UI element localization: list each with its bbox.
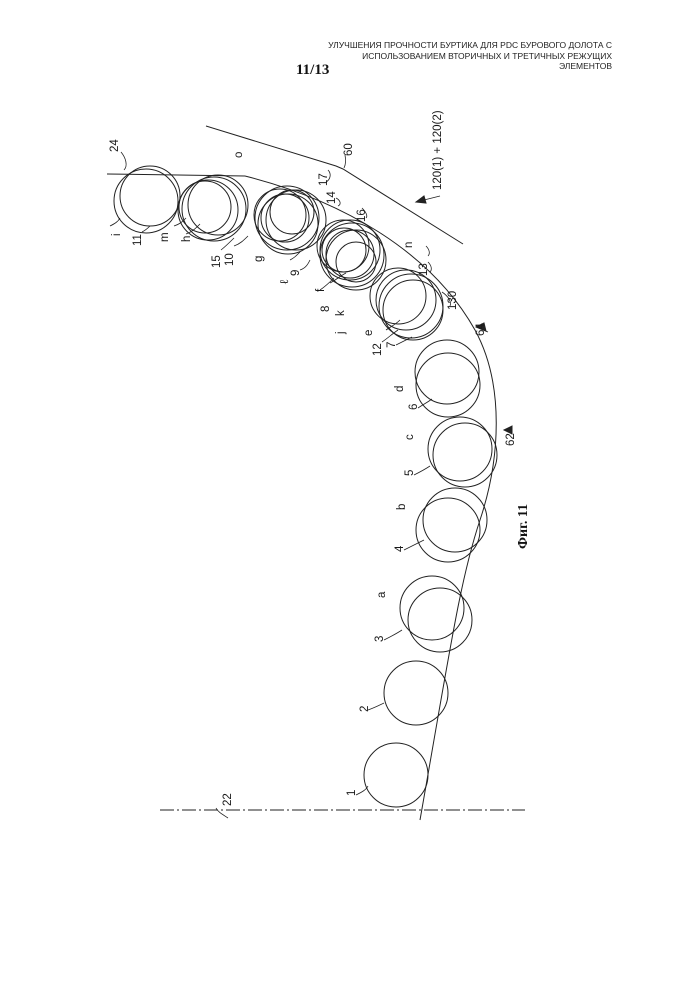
label-letter-j: j: [335, 331, 347, 335]
primary-cutters: [114, 169, 492, 807]
label-letter-o: o: [233, 152, 245, 158]
label-cutter-6: 6: [408, 404, 420, 410]
figure-caption: Фиг. 11: [516, 504, 531, 549]
label-blade-60: 60: [343, 143, 355, 156]
label-blade-group: 120(1) + 120(2): [432, 110, 444, 190]
cutter-h: [178, 180, 238, 240]
label-letter-h: h: [181, 236, 193, 242]
label-shoulder-64: 64: [475, 323, 487, 336]
label-cutter-15: 15: [211, 255, 223, 268]
label-cutter-16: 16: [356, 209, 368, 222]
label-nose-62: 62: [505, 433, 517, 446]
label-letter-b: b: [396, 504, 408, 510]
cutter-2: [384, 661, 448, 725]
label-letter-e: e: [363, 330, 375, 336]
arrow-62: [504, 426, 512, 434]
reference-labels: 22 24 60 120(1) + 120(2) 130 64 62 1 2 3…: [109, 110, 531, 806]
label-axis-22: 22: [222, 793, 234, 806]
label-cutter-14: 14: [326, 191, 338, 204]
cutter-d: [416, 353, 480, 417]
arrow-120: [416, 196, 426, 203]
label-letter-d: d: [394, 386, 406, 392]
label-letter-a: a: [376, 591, 388, 598]
label-letter-l: ℓ: [277, 279, 291, 285]
label-letter-n: n: [403, 242, 415, 248]
cutter-b: [416, 498, 480, 562]
label-letter-c: c: [404, 434, 416, 440]
label-cutter-7: 7: [386, 342, 398, 348]
label-cutter-13: 13: [418, 263, 430, 276]
label-cutter-4: 4: [394, 545, 406, 552]
label-cutter-9: 9: [290, 270, 302, 276]
secondary-cutters: [120, 166, 497, 652]
cutter-6: [415, 340, 479, 404]
cutter-inner-8: [336, 242, 376, 282]
cutter-g: [258, 194, 318, 254]
label-cutter-3: 3: [374, 636, 386, 642]
cutter-1: [364, 743, 428, 807]
label-cutter-17: 17: [318, 173, 330, 186]
cutter-c: [433, 423, 497, 487]
label-cutter-12: 12: [372, 343, 384, 356]
label-letter-i: i: [111, 233, 123, 236]
label-cutter-8: 8: [320, 306, 332, 312]
label-cutter-2: 2: [359, 706, 371, 712]
label-line-24: 24: [109, 139, 121, 152]
label-letter-k: k: [335, 310, 347, 316]
cutter-m: [179, 181, 231, 233]
label-letter-g: g: [253, 256, 265, 262]
label-cutter-5: 5: [404, 470, 416, 476]
blade-line: [206, 126, 463, 244]
leader-lines: [110, 152, 512, 818]
label-profile-130: 130: [447, 291, 459, 310]
label-cutter-1: 1: [346, 790, 358, 796]
cutter-o: [261, 194, 309, 242]
label-cutter-11: 11: [132, 234, 144, 246]
cutter-f: [326, 230, 386, 290]
cutter-a: [408, 588, 472, 652]
label-letter-f: f: [315, 288, 327, 292]
label-letter-m: m: [159, 232, 171, 242]
bit-profile-curve: [245, 176, 496, 820]
cutter-11: [114, 169, 178, 233]
label-cutter-10: 10: [224, 253, 236, 266]
